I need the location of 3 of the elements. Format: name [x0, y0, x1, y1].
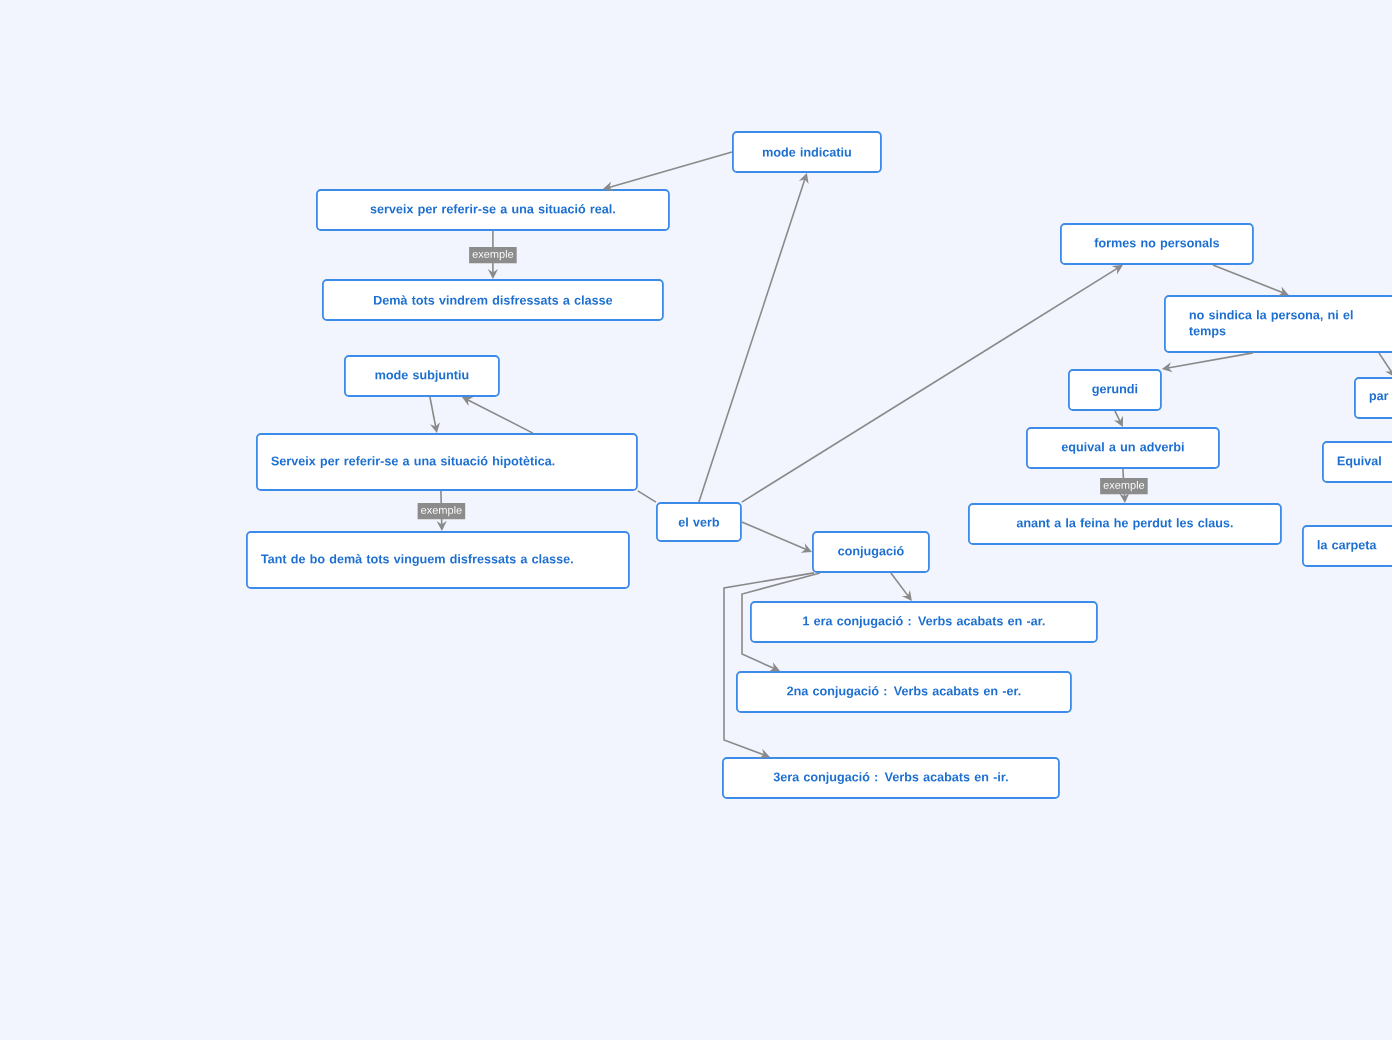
arrow [723, 572, 815, 759]
arrow [741, 521, 812, 553]
arrow [741, 572, 821, 672]
